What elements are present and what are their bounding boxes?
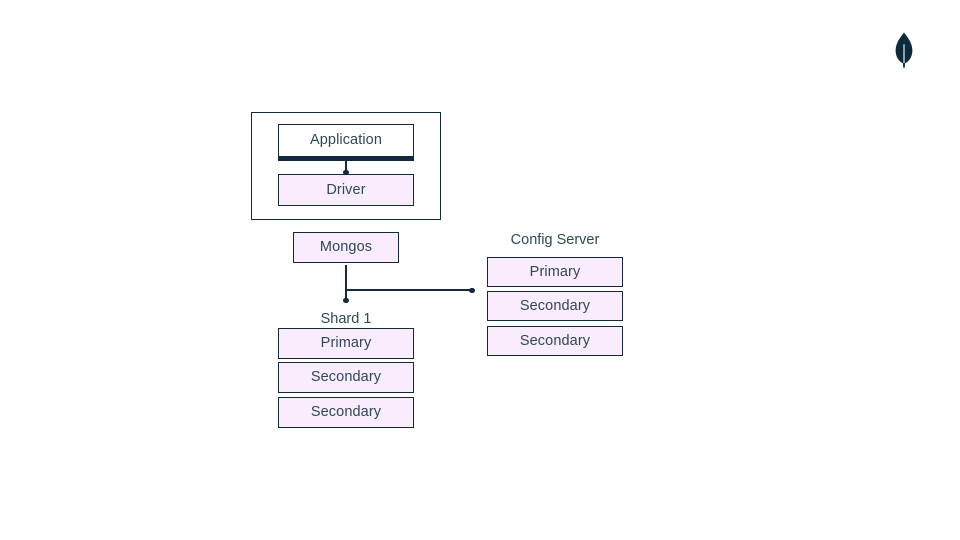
- connector-mongos-to-config-server-endpoint: [469, 287, 475, 293]
- node-driver[interactable]: Driver: [278, 174, 414, 206]
- connector-mongos-to-shard1-endpoint: [343, 297, 349, 303]
- connector-mongos-to-config-server: [346, 289, 472, 291]
- node-config-secondary-2[interactable]: Secondary: [487, 326, 623, 356]
- node-config-secondary-1[interactable]: Secondary: [487, 291, 623, 321]
- node-config-primary-label: Primary: [529, 263, 581, 280]
- node-config-primary[interactable]: Primary: [487, 257, 623, 287]
- node-shard1-secondary-1-label: Secondary: [310, 369, 382, 386]
- connector-mongos-to-shard1: [345, 265, 347, 301]
- config-server-caption: Config Server: [510, 232, 600, 248]
- connector-application-to-driver-endpoint: [343, 169, 349, 175]
- node-config-secondary-2-label: Secondary: [519, 332, 591, 349]
- node-shard1-primary-label: Primary: [320, 335, 372, 352]
- mongodb-leaf-logo: [894, 32, 914, 68]
- node-shard1-secondary-1[interactable]: Secondary: [278, 362, 414, 393]
- node-mongos-label: Mongos: [319, 239, 373, 256]
- node-shard1-primary[interactable]: Primary: [278, 328, 414, 359]
- connector-application-to-driver: [345, 160, 347, 173]
- node-driver-label: Driver: [326, 181, 366, 198]
- node-application-label: Application: [309, 132, 383, 149]
- shard1-caption: Shard 1: [320, 311, 372, 327]
- node-config-secondary-1-label: Secondary: [519, 297, 591, 314]
- node-application[interactable]: Application: [277, 124, 415, 161]
- node-mongos[interactable]: Mongos: [293, 232, 399, 263]
- node-shard1-secondary-2-label: Secondary: [310, 404, 382, 421]
- node-shard1-secondary-2[interactable]: Secondary: [278, 397, 414, 428]
